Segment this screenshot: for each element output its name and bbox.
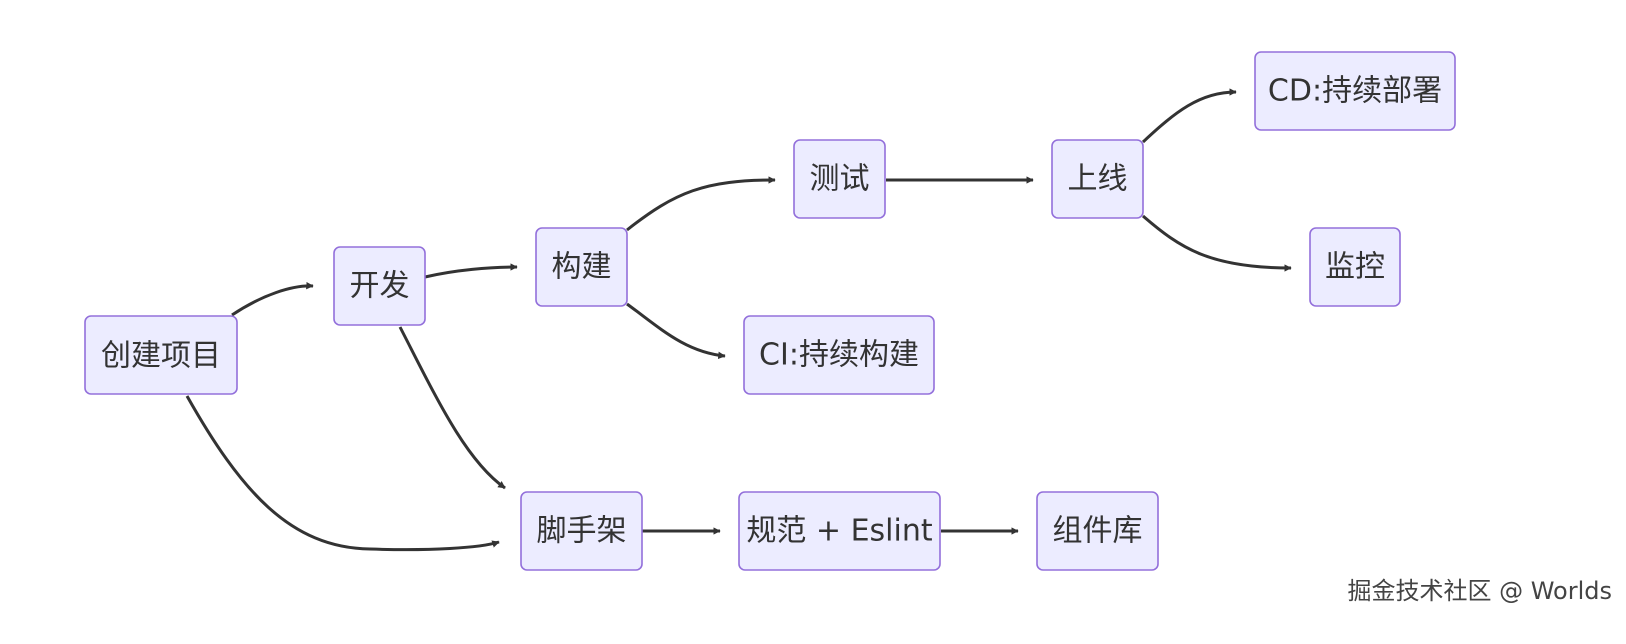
node-ci: CI:持续构建 (743, 315, 935, 395)
node-label-online: 上线 (1068, 162, 1128, 197)
node-label-cd: CD:持续部署 (1268, 74, 1442, 109)
edge-build-to-test (626, 176, 776, 232)
node-label-component-lib: 组件库 (1053, 514, 1143, 549)
node-monitor: 监控 (1309, 227, 1401, 307)
edge-create-to-scaffold (185, 395, 500, 552)
node-label-lint: 规范 + Eslint (746, 514, 932, 549)
node-create-project: 创建项目 (84, 315, 238, 395)
edge-create-to-dev (231, 281, 314, 317)
node-label-test: 测试 (810, 162, 870, 197)
watermark: 掘金技术社区 @ Worlds (1347, 577, 1612, 605)
edge-build-to-ci (626, 302, 726, 360)
node-component-lib: 组件库 (1036, 491, 1159, 571)
edge-online-to-monitor (1142, 214, 1292, 272)
edge-online-to-cd (1141, 88, 1237, 144)
node-label-ci: CI:持续构建 (759, 338, 919, 373)
node-scaffold: 脚手架 (520, 491, 643, 571)
node-label-monitor: 监控 (1325, 250, 1385, 285)
edge-dev-to-scaffold (398, 326, 506, 490)
node-test: 测试 (793, 139, 886, 219)
node-online: 上线 (1051, 139, 1144, 219)
edges (185, 88, 1292, 552)
node-build: 构建 (535, 227, 628, 307)
node-label-scaffold: 脚手架 (537, 514, 627, 549)
node-cd: CD:持续部署 (1254, 51, 1456, 131)
node-dev: 开发 (333, 246, 426, 326)
node-label-dev: 开发 (350, 269, 410, 304)
edge-dev-to-build (424, 263, 518, 279)
node-lint: 规范 + Eslint (738, 491, 941, 571)
node-label-build: 构建 (552, 250, 612, 285)
node-label-create-project: 创建项目 (101, 339, 221, 374)
